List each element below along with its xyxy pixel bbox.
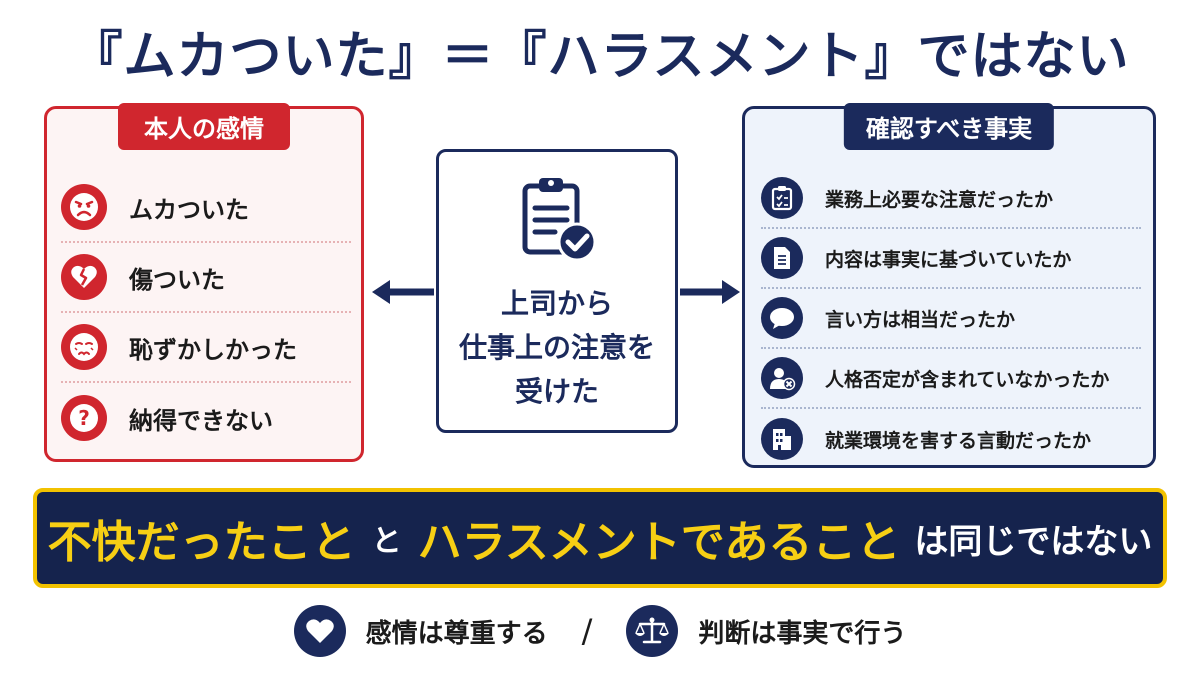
clipboard-icon xyxy=(761,177,803,219)
building-icon xyxy=(761,418,803,460)
situation-line: 上司から xyxy=(500,287,613,320)
situation-line: 仕事上の注意を xyxy=(458,331,655,364)
list-item: 恥ずかしかった xyxy=(61,313,351,383)
emotions-list: ムカついた 傷ついた 恥ずかしかった xyxy=(61,173,351,453)
emotion-label: 傷ついた xyxy=(129,265,225,294)
clipboard-check-icon xyxy=(522,178,597,262)
facts-panel: 確認すべき事実 業務上必要な注意だったか 内容は事実に基づいていたか xyxy=(742,103,1156,469)
list-item: ムカついた xyxy=(61,173,351,243)
emotions-panel: 本人の感情 ムカついた 傷ついた xyxy=(44,103,364,462)
question-mark-icon: ? xyxy=(61,395,107,441)
fact-label: 内容は事実に基づいていたか xyxy=(825,248,1072,271)
footer-left-label: 感情は尊重する xyxy=(365,618,548,649)
situation-text: 上司から 仕事上の注意を 受けた xyxy=(439,282,675,414)
banner-connector: と xyxy=(371,524,402,559)
broken-heart-icon xyxy=(61,254,107,300)
speech-bubble-icon xyxy=(761,297,803,339)
right-arrow-icon xyxy=(680,280,740,304)
facts-header: 確認すべき事実 xyxy=(843,103,1055,150)
footer: 感情は尊重する / 判断は事実で行う xyxy=(0,603,1200,659)
conclusion-banner: 不快だったこと と ハラスメントであること は同じではない xyxy=(33,488,1167,588)
emotion-label: 納得できない xyxy=(129,406,273,435)
list-item: 人格否定が含まれていなかったか xyxy=(761,349,1141,409)
heart-icon xyxy=(293,605,346,657)
emotion-label: 恥ずかしかった xyxy=(129,335,297,364)
footer-right-label: 判断は事実で行う xyxy=(698,618,907,649)
list-item: 言い方は相当だったか xyxy=(761,289,1141,349)
embarrassed-face-icon xyxy=(61,324,107,370)
fact-label: 業務上必要な注意だったか xyxy=(825,188,1054,211)
list-item: 傷ついた xyxy=(61,243,351,313)
fact-label: 人格否定が含まれていなかったか xyxy=(825,368,1110,391)
person-x-icon xyxy=(761,357,803,399)
svg-text:?: ? xyxy=(78,406,90,430)
emotion-label: ムカついた xyxy=(129,195,249,224)
list-item: 内容は事実に基づいていたか xyxy=(761,229,1141,289)
banner-part1: 不快だったこと xyxy=(47,517,356,568)
list-item: ? 納得できない xyxy=(61,383,351,453)
emotions-header: 本人の感情 xyxy=(118,103,290,150)
list-item: 業務上必要な注意だったか xyxy=(761,169,1141,229)
left-arrow-icon xyxy=(372,280,434,304)
situation-line: 受けた xyxy=(514,375,599,408)
page-title: 『ムカついた』＝『ハラスメント』ではない xyxy=(70,27,1130,87)
fact-label: 言い方は相当だったか xyxy=(825,308,1016,331)
fact-label: 就業環境を害する言動だったか xyxy=(825,429,1092,452)
banner-part2: ハラスメントであること xyxy=(417,517,901,568)
scales-icon xyxy=(626,605,679,657)
footer-separator: / xyxy=(581,612,593,650)
document-icon xyxy=(761,237,803,279)
angry-face-icon xyxy=(61,184,107,230)
facts-list: 業務上必要な注意だったか 内容は事実に基づいていたか 言い方は相当だったか xyxy=(761,169,1141,469)
list-item: 就業環境を害する言動だったか xyxy=(761,409,1141,469)
banner-part3: は同じではない xyxy=(914,521,1153,562)
situation-box: 上司から 仕事上の注意を 受けた xyxy=(436,149,678,433)
